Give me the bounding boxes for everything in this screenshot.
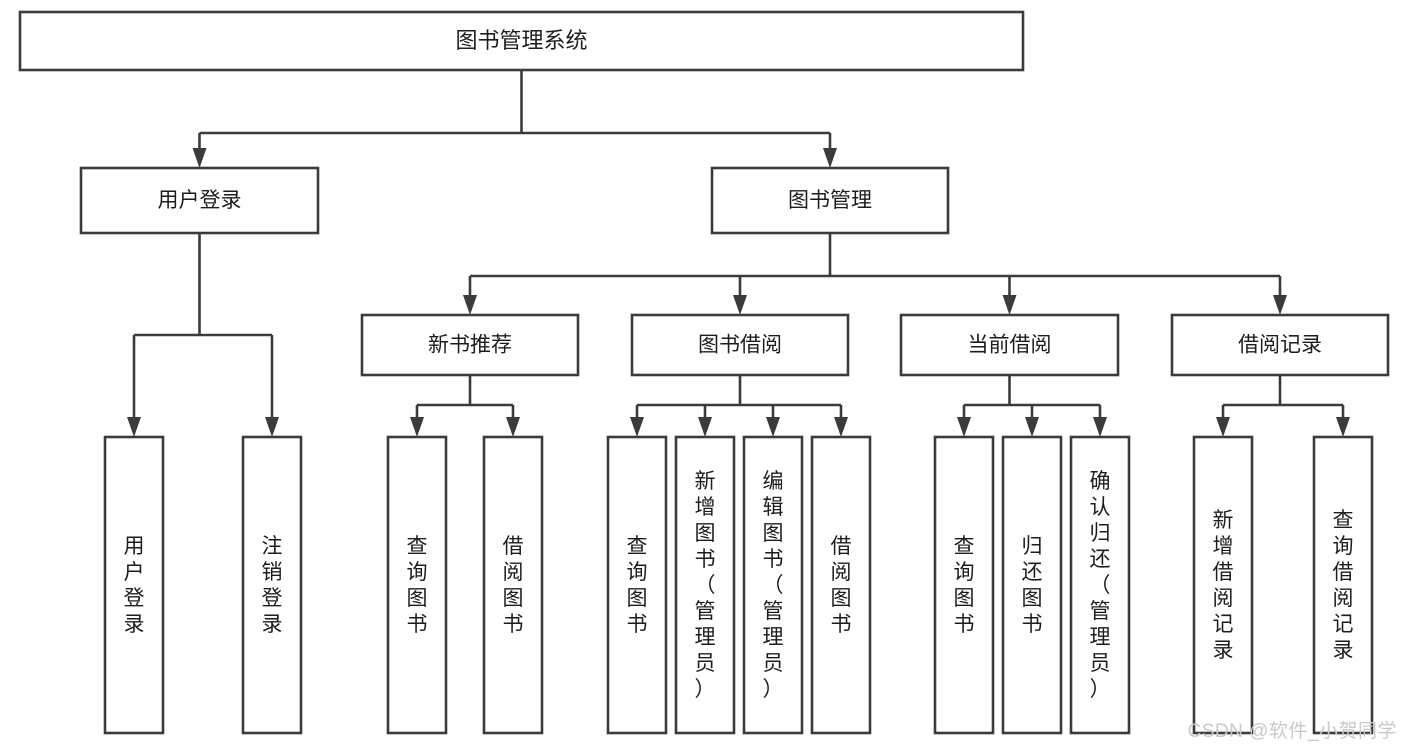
arrowhead-leaf-query-record [1336,417,1350,437]
arrowhead-leaf-query-book-2 [630,417,644,437]
node-leaf-return-book[interactable]: 归还图书 [1001,435,1063,735]
node-leaf-query-book-1-rect [386,435,448,735]
arrowhead-leaf-add-book [698,417,712,437]
node-current-borrow[interactable]: 当前借阅 [899,313,1120,377]
node-borrow-record-rect [1170,313,1390,377]
node-book-borrow-label: 图书借阅 [698,334,782,357]
node-leaf-query-book-1[interactable]: 查询图书 [386,435,448,735]
arrowhead-leaf-confirm-return [1093,417,1107,437]
node-leaf-confirm-return-rect [1069,435,1131,735]
node-leaf-borrow-book-1[interactable]: 借阅图书 [482,435,544,735]
node-leaf-add-book[interactable]: 新增图书（管理员） [674,435,736,735]
arrowhead-user-login [192,148,207,168]
node-leaf-query-book-3-label: 查询图书 [954,535,975,636]
node-leaf-return-book-label: 归还图书 [1022,535,1043,636]
node-book-manage-rect [710,166,950,235]
arrowhead-leaf-logout [265,417,279,437]
node-leaf-confirm-return[interactable]: 确认归还（管理员） [1069,435,1131,735]
node-leaf-add-record-label: 新增借阅记录 [1213,509,1234,662]
arrowhead-leaf-edit-book [766,417,780,437]
node-leaf-return-book-rect [1001,435,1063,735]
node-leaf-query-book-2-rect [606,435,668,735]
node-leaf-borrow-book-2-label: 借阅图书 [831,535,852,636]
box-layer: 图书管理系统用户登录图书管理新书推荐图书借阅当前借阅借阅记录用户登录注销登录查询… [18,10,1390,735]
node-current-borrow-rect [899,313,1120,377]
node-leaf-logout-rect [241,435,303,735]
arrowhead-leaf-return-book [1025,417,1039,437]
arrowhead-leaf-query-book-3 [957,417,971,437]
node-book-manage-label: 图书管理 [788,189,872,212]
node-leaf-borrow-book-2-rect [810,435,872,735]
node-borrow-record[interactable]: 借阅记录 [1170,313,1390,377]
node-leaf-query-book-1-label: 查询图书 [407,535,428,636]
node-leaf-edit-book-label: 编辑图书（管理员） [763,470,784,701]
arrowhead-new-book-recommend [463,295,477,315]
node-leaf-query-record[interactable]: 查询借阅记录 [1312,435,1374,735]
node-leaf-add-book-rect [674,435,736,735]
node-book-manage[interactable]: 图书管理 [710,166,950,235]
arrowhead-borrow-record [1273,295,1287,315]
node-root-rect [18,10,1025,72]
arrowhead-leaf-user-login [127,417,141,437]
arrowhead-book-manage [823,148,837,168]
node-root[interactable]: 图书管理系统 [18,10,1025,72]
node-leaf-query-book-2[interactable]: 查询图书 [606,435,668,735]
node-leaf-borrow-book-1-label: 借阅图书 [503,535,524,636]
arrowhead-leaf-add-record [1216,417,1230,437]
arrowhead-leaf-borrow-book-1 [506,417,520,437]
node-leaf-confirm-return-label: 确认归还（管理员） [1090,470,1111,701]
node-leaf-query-record-rect [1312,435,1374,735]
node-leaf-query-book-3-rect [933,435,995,735]
connector-layer [127,70,1350,437]
node-leaf-add-record-rect [1192,435,1254,735]
node-leaf-add-book-label: 新增图书（管理员） [695,470,716,701]
node-leaf-logout[interactable]: 注销登录 [241,435,303,735]
node-leaf-user-login[interactable]: 用户登录 [103,435,165,735]
node-leaf-add-record[interactable]: 新增借阅记录 [1192,435,1254,735]
node-leaf-query-book-2-label: 查询图书 [627,535,648,636]
node-root-label: 图书管理系统 [455,28,587,53]
node-borrow-record-label: 借阅记录 [1238,334,1322,357]
node-leaf-logout-label: 注销登录 [262,535,283,636]
node-leaf-borrow-book-2[interactable]: 借阅图书 [810,435,872,735]
node-new-book-recommend-rect [360,313,580,377]
node-leaf-query-book-3[interactable]: 查询图书 [933,435,995,735]
node-book-borrow-rect [630,313,850,377]
node-current-borrow-label: 当前借阅 [968,334,1052,357]
arrowhead-leaf-borrow-book-2 [834,417,848,437]
node-leaf-user-login-label: 用户登录 [124,535,145,636]
arrowhead-leaf-query-book-1 [410,417,424,437]
node-user-login-rect [79,166,320,235]
node-user-login-label: 用户登录 [158,189,242,212]
node-new-book-recommend[interactable]: 新书推荐 [360,313,580,377]
arrowhead-current-borrow [1002,295,1017,315]
node-leaf-user-login-rect [103,435,165,735]
node-leaf-borrow-book-1-rect [482,435,544,735]
node-leaf-edit-book-rect [742,435,804,735]
node-book-borrow[interactable]: 图书借阅 [630,313,850,377]
node-new-book-recommend-label: 新书推荐 [428,334,512,357]
node-leaf-query-record-label: 查询借阅记录 [1333,509,1354,662]
arrowhead-book-borrow [733,295,747,315]
node-user-login[interactable]: 用户登录 [79,166,320,235]
node-leaf-edit-book[interactable]: 编辑图书（管理员） [742,435,804,735]
